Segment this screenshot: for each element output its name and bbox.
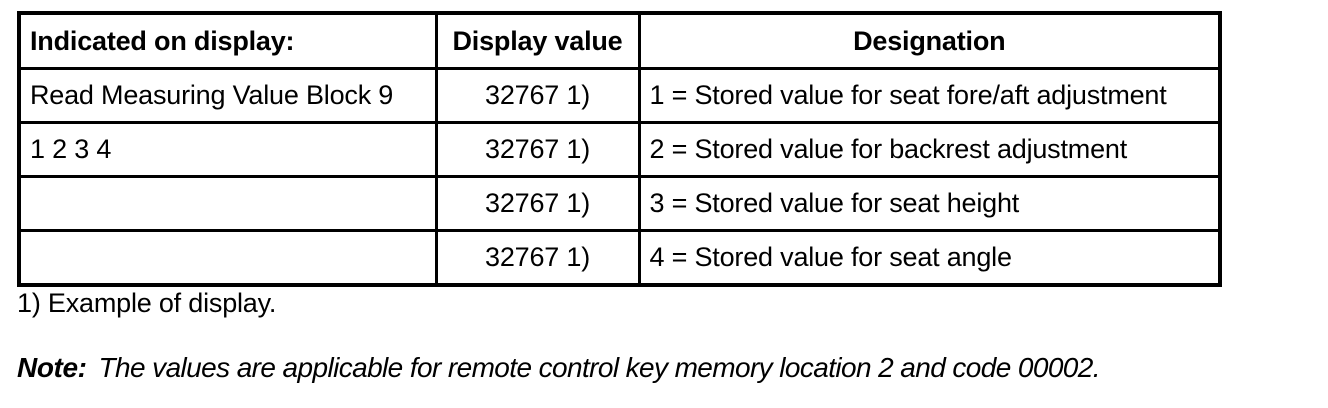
cell-designation: 3 = Stored value for seat height	[637, 175, 1222, 232]
table-row: Read Measuring Value Block 9 32767 1) 1 …	[17, 67, 1222, 124]
column-header-indicated-on-display: Indicated on display:	[17, 11, 438, 70]
cell-indicated-on-display: Read Measuring Value Block 9	[17, 67, 438, 124]
table-row: 1 2 3 4 32767 1) 2 = Stored value for ba…	[17, 121, 1222, 178]
note-block: Note: The values are applicable for remot…	[17, 352, 1101, 384]
cell-display-value: 32767 1)	[434, 229, 641, 287]
table-header-row: Indicated on display: Display value Desi…	[17, 11, 1222, 70]
cell-designation: 4 = Stored value for seat angle	[637, 229, 1222, 287]
note-label: Note:	[17, 352, 87, 383]
cell-display-value: 32767 1)	[434, 175, 641, 232]
cell-designation: 2 = Stored value for backrest adjustment	[637, 121, 1222, 178]
measuring-value-table: Indicated on display: Display value Desi…	[17, 11, 1222, 287]
column-header-designation: Designation	[637, 11, 1222, 70]
cell-display-value: 32767 1)	[434, 67, 641, 124]
table-row: 32767 1) 4 = Stored value for seat angle	[17, 229, 1222, 287]
table-row: 32767 1) 3 = Stored value for seat heigh…	[17, 175, 1222, 232]
measuring-value-table-wrapper: Indicated on display: Display value Desi…	[17, 11, 1222, 287]
cell-indicated-on-display	[17, 229, 438, 287]
column-header-display-value: Display value	[434, 11, 641, 70]
note-text: The values are applicable for remote con…	[98, 352, 1101, 383]
cell-display-value: 32767 1)	[434, 121, 641, 178]
cell-designation: 1 = Stored value for seat fore/aft adjus…	[637, 67, 1222, 124]
cell-indicated-on-display	[17, 175, 438, 232]
cell-indicated-on-display: 1 2 3 4	[17, 121, 438, 178]
footnote-example-of-display: 1) Example of display.	[17, 288, 277, 318]
